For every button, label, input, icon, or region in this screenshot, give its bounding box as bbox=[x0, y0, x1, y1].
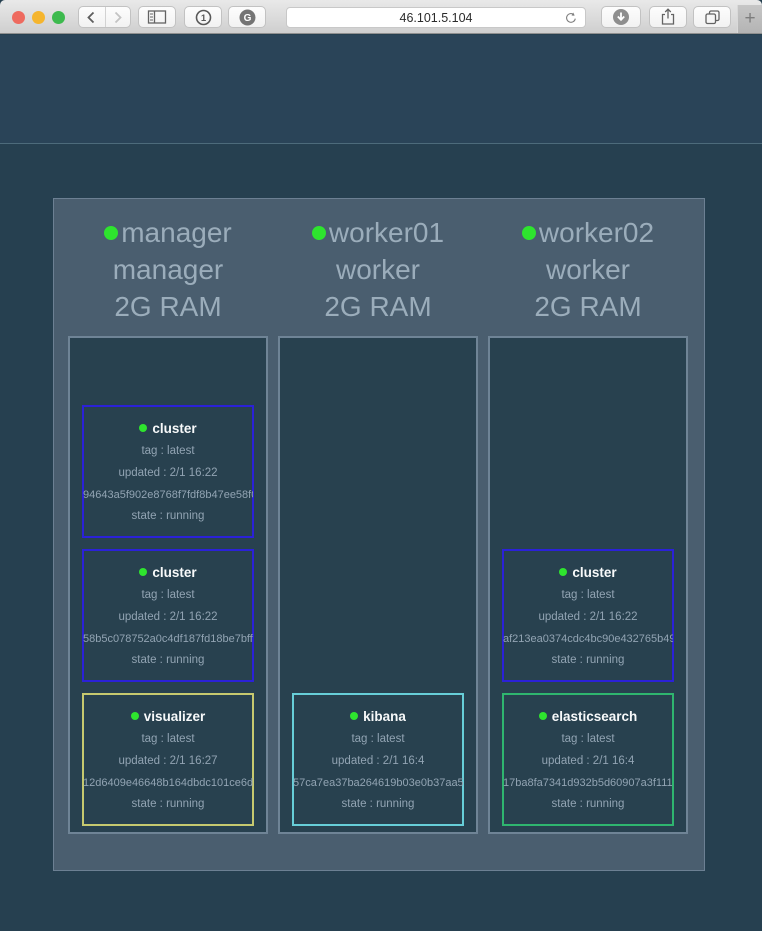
container-status-dot-icon bbox=[131, 712, 139, 720]
node-name: worker02 bbox=[539, 217, 654, 248]
swarm-panel: manager manager 2G RAM cluster tag : lat… bbox=[53, 198, 705, 871]
container-tag: tag : latest bbox=[92, 733, 244, 745]
container-state: state : running bbox=[92, 798, 244, 810]
node-role: worker bbox=[488, 251, 688, 288]
container-status-dot-icon bbox=[350, 712, 358, 720]
node-role: manager bbox=[68, 251, 268, 288]
download-icon bbox=[612, 8, 630, 26]
container-name: cluster bbox=[92, 421, 244, 436]
container-card-cluster: cluster tag : latest updated : 2/1 16:22… bbox=[82, 549, 254, 682]
container-status-dot-icon bbox=[539, 712, 547, 720]
container-state: state : running bbox=[92, 654, 244, 666]
container-id: af213ea0374cdc4bc90e432765b49f5 bbox=[503, 633, 673, 645]
onepassword-icon: 1 bbox=[195, 9, 212, 26]
container-card-cluster: cluster tag : latest updated : 2/1 16:22… bbox=[502, 549, 674, 682]
container-status-dot-icon bbox=[559, 568, 567, 576]
back-button[interactable] bbox=[79, 7, 105, 27]
node-name: worker01 bbox=[329, 217, 444, 248]
node-worker01: worker01 worker 2G RAM kibana tag : late… bbox=[278, 199, 478, 870]
node-container-box: cluster tag : latest updated : 2/1 16:22… bbox=[68, 336, 268, 834]
new-tab-button[interactable]: + bbox=[737, 5, 762, 33]
node-worker02: worker02 worker 2G RAM cluster tag : lat… bbox=[488, 199, 688, 870]
node-ram: 2G RAM bbox=[68, 288, 268, 325]
node-status-dot-icon bbox=[312, 226, 326, 240]
browser-toolbar: 1 G 46.101.5.104 bbox=[0, 0, 762, 34]
container-name: cluster bbox=[512, 565, 664, 580]
node-container-box: cluster tag : latest updated : 2/1 16:22… bbox=[488, 336, 688, 834]
node-status-dot-icon bbox=[104, 226, 118, 240]
container-id: 58b5c078752a0c4df187fd18be7bff2l bbox=[83, 633, 253, 645]
share-button[interactable] bbox=[649, 6, 687, 28]
downloads-button[interactable] bbox=[601, 6, 641, 28]
tab-overview-icon bbox=[704, 9, 721, 25]
container-tag: tag : latest bbox=[92, 445, 244, 457]
app-header-bar bbox=[0, 35, 762, 144]
node-role: worker bbox=[278, 251, 478, 288]
container-status-dot-icon bbox=[139, 424, 147, 432]
g-extension-button[interactable]: G bbox=[228, 6, 266, 28]
onepassword-extension-button[interactable]: 1 bbox=[184, 6, 222, 28]
node-header: worker02 worker 2G RAM bbox=[488, 199, 688, 336]
container-status-dot-icon bbox=[139, 568, 147, 576]
container-tag: tag : latest bbox=[92, 589, 244, 601]
container-updated: updated : 2/1 16:22 bbox=[92, 611, 244, 623]
container-card-cluster: cluster tag : latest updated : 2/1 16:22… bbox=[82, 405, 254, 538]
node-header: manager manager 2G RAM bbox=[68, 199, 268, 336]
share-icon bbox=[660, 8, 676, 26]
node-header: worker01 worker 2G RAM bbox=[278, 199, 478, 336]
node-status-dot-icon bbox=[522, 226, 536, 240]
nav-button-group bbox=[78, 6, 131, 28]
sidebar-toggle-button[interactable] bbox=[138, 6, 176, 28]
chevron-left-icon bbox=[85, 10, 98, 25]
container-id: 17ba8fa7341d932b5d60907a3f1112 bbox=[503, 777, 673, 789]
node-title: manager bbox=[68, 214, 268, 251]
container-state: state : running bbox=[92, 510, 244, 522]
node-title: worker01 bbox=[278, 214, 478, 251]
container-updated: updated : 2/1 16:27 bbox=[92, 755, 244, 767]
container-name: kibana bbox=[302, 709, 454, 724]
onepassword-glyph: 1 bbox=[200, 13, 206, 24]
node-title: worker02 bbox=[488, 214, 688, 251]
container-name: elasticsearch bbox=[512, 709, 664, 724]
container-tag: tag : latest bbox=[512, 733, 664, 745]
container-id: 12d6409e46648b164dbdc101ce6d54 bbox=[83, 777, 253, 789]
container-updated: updated : 2/1 16:4 bbox=[512, 755, 664, 767]
minimize-window-icon[interactable] bbox=[32, 11, 45, 24]
plus-icon: + bbox=[744, 8, 755, 30]
container-card-visualizer: visualizer tag : latest updated : 2/1 16… bbox=[82, 693, 254, 826]
url-text: 46.101.5.104 bbox=[400, 11, 473, 25]
container-updated: updated : 2/1 16:22 bbox=[512, 611, 664, 623]
container-id: 94643a5f902e8768f7fdf8b47ee58f03 bbox=[83, 489, 253, 501]
zoom-window-icon[interactable] bbox=[52, 11, 65, 24]
chevron-right-icon bbox=[111, 10, 124, 25]
container-name: visualizer bbox=[92, 709, 244, 724]
container-state: state : running bbox=[302, 798, 454, 810]
node-ram: 2G RAM bbox=[278, 288, 478, 325]
close-window-icon[interactable] bbox=[12, 11, 25, 24]
container-updated: updated : 2/1 16:4 bbox=[302, 755, 454, 767]
container-state: state : running bbox=[512, 654, 664, 666]
forward-button[interactable] bbox=[105, 7, 131, 27]
node-ram: 2G RAM bbox=[488, 288, 688, 325]
container-card-elasticsearch: elasticsearch tag : latest updated : 2/1… bbox=[502, 693, 674, 826]
container-tag: tag : latest bbox=[512, 589, 664, 601]
node-manager: manager manager 2G RAM cluster tag : lat… bbox=[68, 199, 268, 870]
node-name: manager bbox=[121, 217, 232, 248]
address-bar[interactable]: 46.101.5.104 bbox=[286, 7, 586, 28]
visualizer-page: manager manager 2G RAM cluster tag : lat… bbox=[0, 35, 762, 931]
container-tag: tag : latest bbox=[302, 733, 454, 745]
node-container-box: kibana tag : latest updated : 2/1 16:4 5… bbox=[278, 336, 478, 834]
g-extension-glyph: G bbox=[243, 13, 251, 24]
g-extension-icon: G bbox=[239, 9, 256, 26]
container-state: state : running bbox=[512, 798, 664, 810]
reload-icon[interactable] bbox=[564, 11, 578, 25]
tab-overview-button[interactable] bbox=[693, 6, 731, 28]
container-updated: updated : 2/1 16:22 bbox=[92, 467, 244, 479]
container-name: cluster bbox=[92, 565, 244, 580]
sidebar-icon bbox=[147, 9, 167, 25]
container-id: 57ca7ea37ba264619b03e0b37aa529 bbox=[293, 777, 463, 789]
container-card-kibana: kibana tag : latest updated : 2/1 16:4 5… bbox=[292, 693, 464, 826]
